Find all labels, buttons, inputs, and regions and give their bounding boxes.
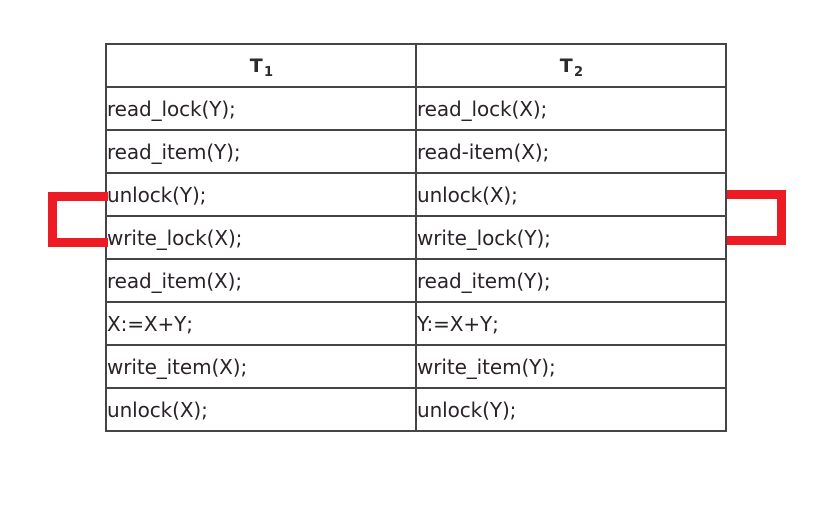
- operation-cell-t1: read_item(X);: [105, 258, 417, 303]
- operation-cell-t1: read_item(Y);: [105, 129, 417, 174]
- operation-cell-t2: unlock(Y);: [415, 387, 727, 432]
- operation-cell-t2: read_lock(X);: [415, 86, 727, 131]
- operation-cell-t2: read_item(Y);: [415, 258, 727, 303]
- table-row: X:=X+Y; Y:=X+Y;: [105, 301, 727, 346]
- operation-cell-t2: write_item(Y);: [415, 344, 727, 389]
- header-label-t1-subscript: 1: [263, 64, 274, 80]
- table-row: write_lock(X); write_lock(Y);: [105, 215, 727, 260]
- operation-cell-t1: unlock(Y);: [105, 172, 417, 217]
- transaction-schedule-table: T1 T2 read_lock(Y); read_lock(X); read_i…: [105, 43, 727, 432]
- table-row: read_item(Y); read-item(X);: [105, 129, 727, 174]
- operation-cell-t1: write_item(X);: [105, 344, 417, 389]
- operation-cell-t2: read-item(X);: [415, 129, 727, 174]
- table-row: unlock(X); unlock(Y);: [105, 387, 727, 432]
- left-bracket-annotation-icon: [48, 192, 108, 247]
- operation-cell-t2: Y:=X+Y;: [415, 301, 727, 346]
- column-header-t1: T1: [105, 43, 417, 88]
- operation-cell-t1: write_lock(X);: [105, 215, 417, 260]
- header-label-t2-base: T: [559, 54, 573, 77]
- table-row: read_lock(Y); read_lock(X);: [105, 86, 727, 131]
- header-label-t1-base: T: [249, 54, 263, 77]
- table-row: read_item(X); read_item(Y);: [105, 258, 727, 303]
- operation-cell-t1: read_lock(Y);: [105, 86, 417, 131]
- operation-cell-t1: X:=X+Y;: [105, 301, 417, 346]
- table-row: write_item(X); write_item(Y);: [105, 344, 727, 389]
- operation-cell-t1: unlock(X);: [105, 387, 417, 432]
- table-row: unlock(Y); unlock(X);: [105, 172, 727, 217]
- column-header-t2: T2: [415, 43, 727, 88]
- table-header-row: T1 T2: [105, 43, 727, 88]
- right-bracket-annotation-icon: [727, 190, 786, 245]
- operation-cell-t2: unlock(X);: [415, 172, 727, 217]
- operation-cell-t2: write_lock(Y);: [415, 215, 727, 260]
- header-label-t2-subscript: 2: [573, 64, 584, 80]
